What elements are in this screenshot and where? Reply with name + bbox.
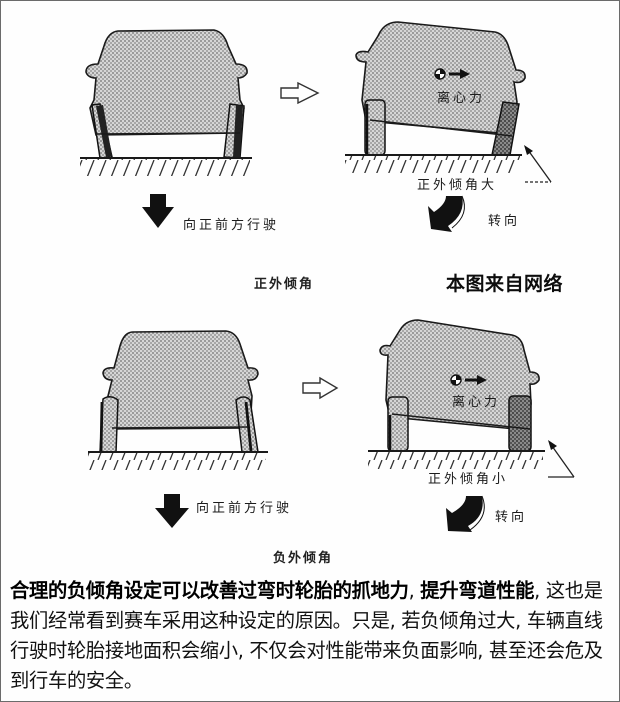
pointer-arrow-icon (548, 440, 575, 478)
curved-turn-arrow-icon (446, 495, 485, 532)
outlined-right-arrow-icon (302, 376, 339, 400)
turn-label-bottom: 转向 (495, 510, 528, 525)
curved-turn-arrow-icon (428, 195, 465, 232)
centrifugal-force-label-top: 离心力 (437, 91, 486, 106)
watermark-text: 本图来自网络 (446, 273, 564, 295)
pointer-arrow-icon (524, 145, 552, 183)
caption-sep: , (408, 579, 421, 602)
centrifugal-force-label-bottom: 离心力 (452, 395, 501, 410)
turn-label-top: 转向 (488, 214, 521, 229)
direction-label-top: 向正前方行驶 (183, 218, 280, 233)
car-bottom-left (88, 330, 268, 470)
caption-body: , 这也是我们经常看到赛车采用这种设定的原因。只是, 若负倾角过大, 车辆直线行… (10, 579, 603, 692)
section-label-positive-camber: 正外倾角 (254, 277, 315, 292)
car-bottom-right (368, 319, 545, 469)
caption-paragraph: 合理的负倾角设定可以改善过弯时轮胎的抓地力, 提升弯道性能, 这也是我们经常看到… (10, 576, 614, 696)
camber-diagram (80, 21, 575, 532)
direction-label-bottom: 向正前方行驶 (196, 501, 293, 516)
down-arrow-icon (155, 494, 189, 528)
car-top-right (345, 21, 526, 173)
down-arrow-icon (142, 194, 174, 228)
camber-label-top: 正外倾角大 (417, 178, 498, 193)
car-top-left (80, 29, 252, 176)
caption-bold-1: 合理的负倾角设定可以改善过弯时轮胎的抓地力 (10, 579, 409, 602)
camber-label-bottom: 正外倾角小 (428, 472, 509, 487)
caption-bold-2: 提升弯道性能 (420, 579, 535, 602)
section-label-negative-camber: 负外倾角 (273, 551, 334, 566)
outlined-right-arrow-icon (280, 81, 320, 105)
